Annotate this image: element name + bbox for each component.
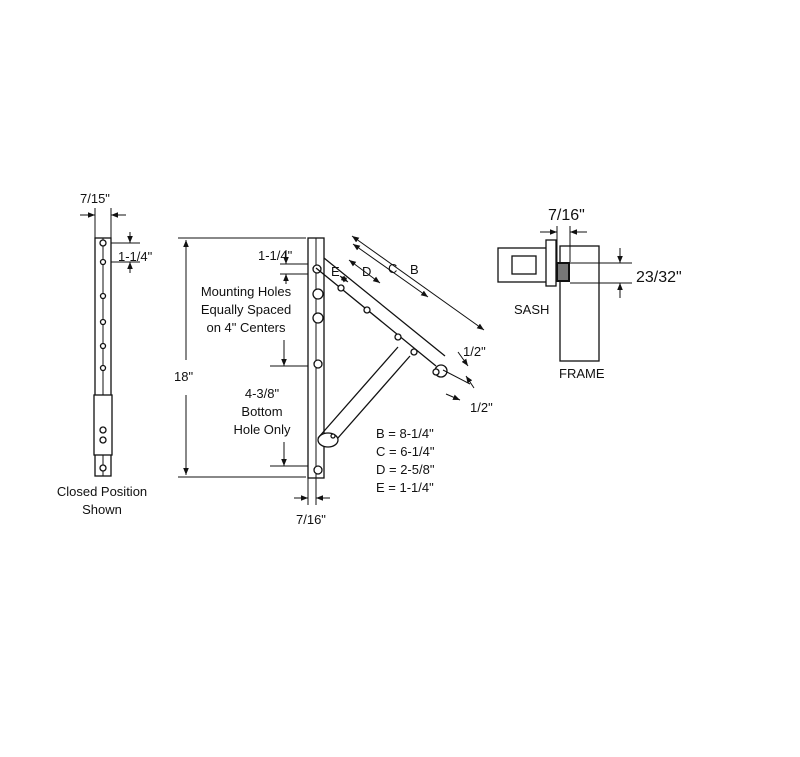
open-top-label: 1-1/4"	[258, 248, 293, 263]
mounting-hole	[312, 288, 324, 300]
mounting-hole	[99, 364, 107, 372]
arm-hole	[410, 348, 418, 356]
arm-letter-c: C	[388, 261, 397, 276]
dimension-e-line	[339, 275, 349, 283]
mounting-note: Mounting Holes	[201, 284, 292, 299]
mounting-hole	[313, 359, 323, 369]
dimension-c-line	[352, 243, 429, 298]
arm-width-label: 1/2"	[470, 400, 493, 415]
arm-hole	[394, 333, 402, 341]
mounting-hole	[99, 426, 107, 434]
mounting-hole	[99, 258, 107, 266]
frame-label: FRAME	[559, 366, 605, 381]
dimension-b-line	[351, 235, 485, 331]
mounting-hole	[313, 465, 323, 475]
mounting-hole	[99, 464, 107, 472]
sash-label: SASH	[514, 302, 549, 317]
arm-letter-d: D	[362, 264, 371, 279]
dimension-e: E = 1-1/4"	[376, 480, 434, 495]
open-position-view: 18" 1-1/4" Mounting Holes Equally Spaced…	[174, 235, 493, 527]
base-width-label: 7/16"	[296, 512, 326, 527]
mounting-note: on 4" Centers	[206, 320, 286, 335]
dimension-d-line	[348, 259, 381, 284]
closed-arm-end	[93, 394, 113, 456]
gap-label: 7/16"	[548, 207, 585, 224]
bottom-note: Hole Only	[233, 422, 291, 437]
dimension-b: B = 8-1/4"	[376, 426, 434, 441]
mounting-hole	[99, 239, 107, 247]
closed-width-label: 7/15"	[80, 191, 110, 206]
mounting-note: Equally Spaced	[201, 302, 291, 317]
arm-hole	[363, 306, 371, 314]
mounting-hole	[99, 318, 107, 326]
arm-hole	[337, 284, 345, 292]
arm-hole	[432, 368, 440, 376]
arm-letter-e: E	[331, 264, 340, 279]
closed-position-view: 7/15" 1-1/4" Closed Position Shown	[57, 191, 153, 517]
thickness-label: 23/32"	[636, 269, 682, 286]
mounting-hole	[99, 436, 107, 444]
dimension-c: C = 6-1/4"	[376, 444, 435, 459]
mounting-hole	[99, 292, 107, 300]
closed-caption: Closed Position	[57, 484, 147, 499]
bottom-note: Bottom	[241, 404, 282, 419]
sash-frame-section: 7/16" 23/32" SASH FRAME	[497, 207, 682, 381]
dimension-d: D = 2-5/8"	[376, 462, 435, 477]
arm-width-label: 1/2"	[463, 344, 486, 359]
closed-caption: Shown	[82, 502, 122, 517]
mounting-hole	[312, 312, 324, 324]
closed-top-hole-label: 1-1/4"	[118, 249, 153, 264]
bottom-note: 4-3/8"	[245, 386, 280, 401]
arm-letter-b: B	[410, 262, 419, 277]
height-label: 18"	[174, 369, 193, 384]
mounting-hole	[99, 342, 107, 350]
